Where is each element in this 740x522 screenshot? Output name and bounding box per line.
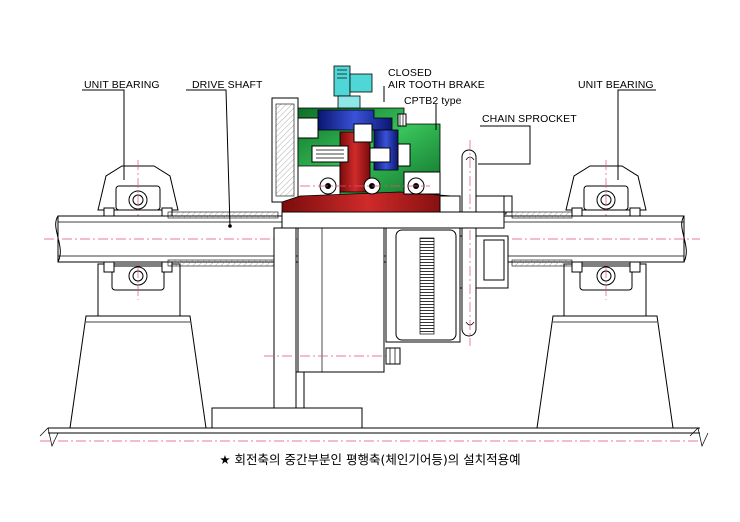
unit-bearing-right — [536, 160, 674, 429]
leader-lines — [82, 86, 656, 228]
caption: ★ 회전축의 중간부분인 평행축(체인기어등)의 설치적용예 — [219, 452, 520, 467]
support-stand — [211, 227, 401, 429]
label-chain-sprocket: CHAIN SPROCKET — [482, 113, 577, 125]
chain-sprocket — [461, 140, 507, 346]
brake-hub — [281, 191, 453, 213]
air-fitting — [333, 65, 373, 109]
unit-bearing-left — [69, 160, 207, 429]
label-cptb2-type: CPTB2 type — [404, 95, 462, 107]
air-tooth-brake — [271, 97, 513, 229]
label-unit-bearing-right: UNIT BEARING — [578, 79, 654, 91]
floor-base — [39, 427, 709, 448]
label-air-tooth-brake: AIR TOOTH BRAKE — [388, 79, 485, 91]
label-closed: CLOSED — [388, 67, 432, 79]
label-unit-bearing-left: UNIT BEARING — [84, 79, 160, 91]
label-drive-shaft: DRIVE SHAFT — [192, 79, 263, 91]
brake-disc — [385, 227, 509, 343]
